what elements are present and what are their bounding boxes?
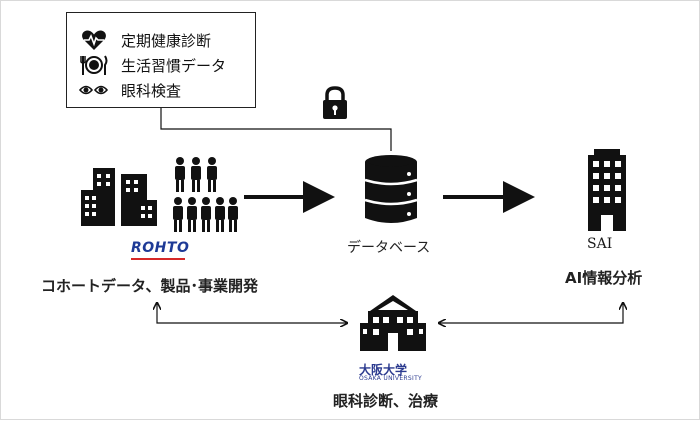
legend-to-database-line (160, 108, 392, 151)
database-label: データベース (347, 240, 431, 256)
heartbeat-icon (79, 29, 109, 51)
osaka-label: 眼科診断、治療 (333, 392, 439, 410)
osaka-university-logo: 大阪大学 (359, 363, 408, 377)
legend-item-lifestyle: 生活習慣データ (79, 54, 226, 76)
legend-label: 生活習慣データ (121, 56, 227, 75)
data-types-box: 定期健康診断 生活習慣データ (66, 12, 256, 108)
rohto-logo-underline (131, 258, 185, 260)
rohto-logo: ROHTO (131, 240, 190, 256)
office-building-icon (588, 149, 626, 231)
company-buildings-icon (81, 168, 157, 226)
lock-icon (323, 86, 347, 119)
rohto-label: コホートデータ、製品･事業開発 (41, 277, 259, 295)
database-icon (364, 155, 418, 223)
legend-item-health-check: 定期健康診断 (79, 29, 211, 51)
legend-label: 眼科検査 (121, 81, 182, 100)
legend-item-eye-exam: 眼科検査 (79, 79, 181, 101)
eyes-icon (79, 79, 109, 101)
legend-label: 定期健康診断 (121, 31, 212, 50)
link-rohto-osaka (157, 303, 347, 323)
university-building-icon (360, 295, 426, 351)
sai-label: AI情報分析 (565, 269, 643, 287)
people-group-icon (173, 157, 238, 232)
osaka-university-logo-sub: OSAKA UNIVERSITY (359, 375, 423, 382)
sai-logo: SAI (587, 236, 613, 252)
link-sai-osaka (439, 303, 623, 323)
dining-icon (79, 54, 109, 76)
